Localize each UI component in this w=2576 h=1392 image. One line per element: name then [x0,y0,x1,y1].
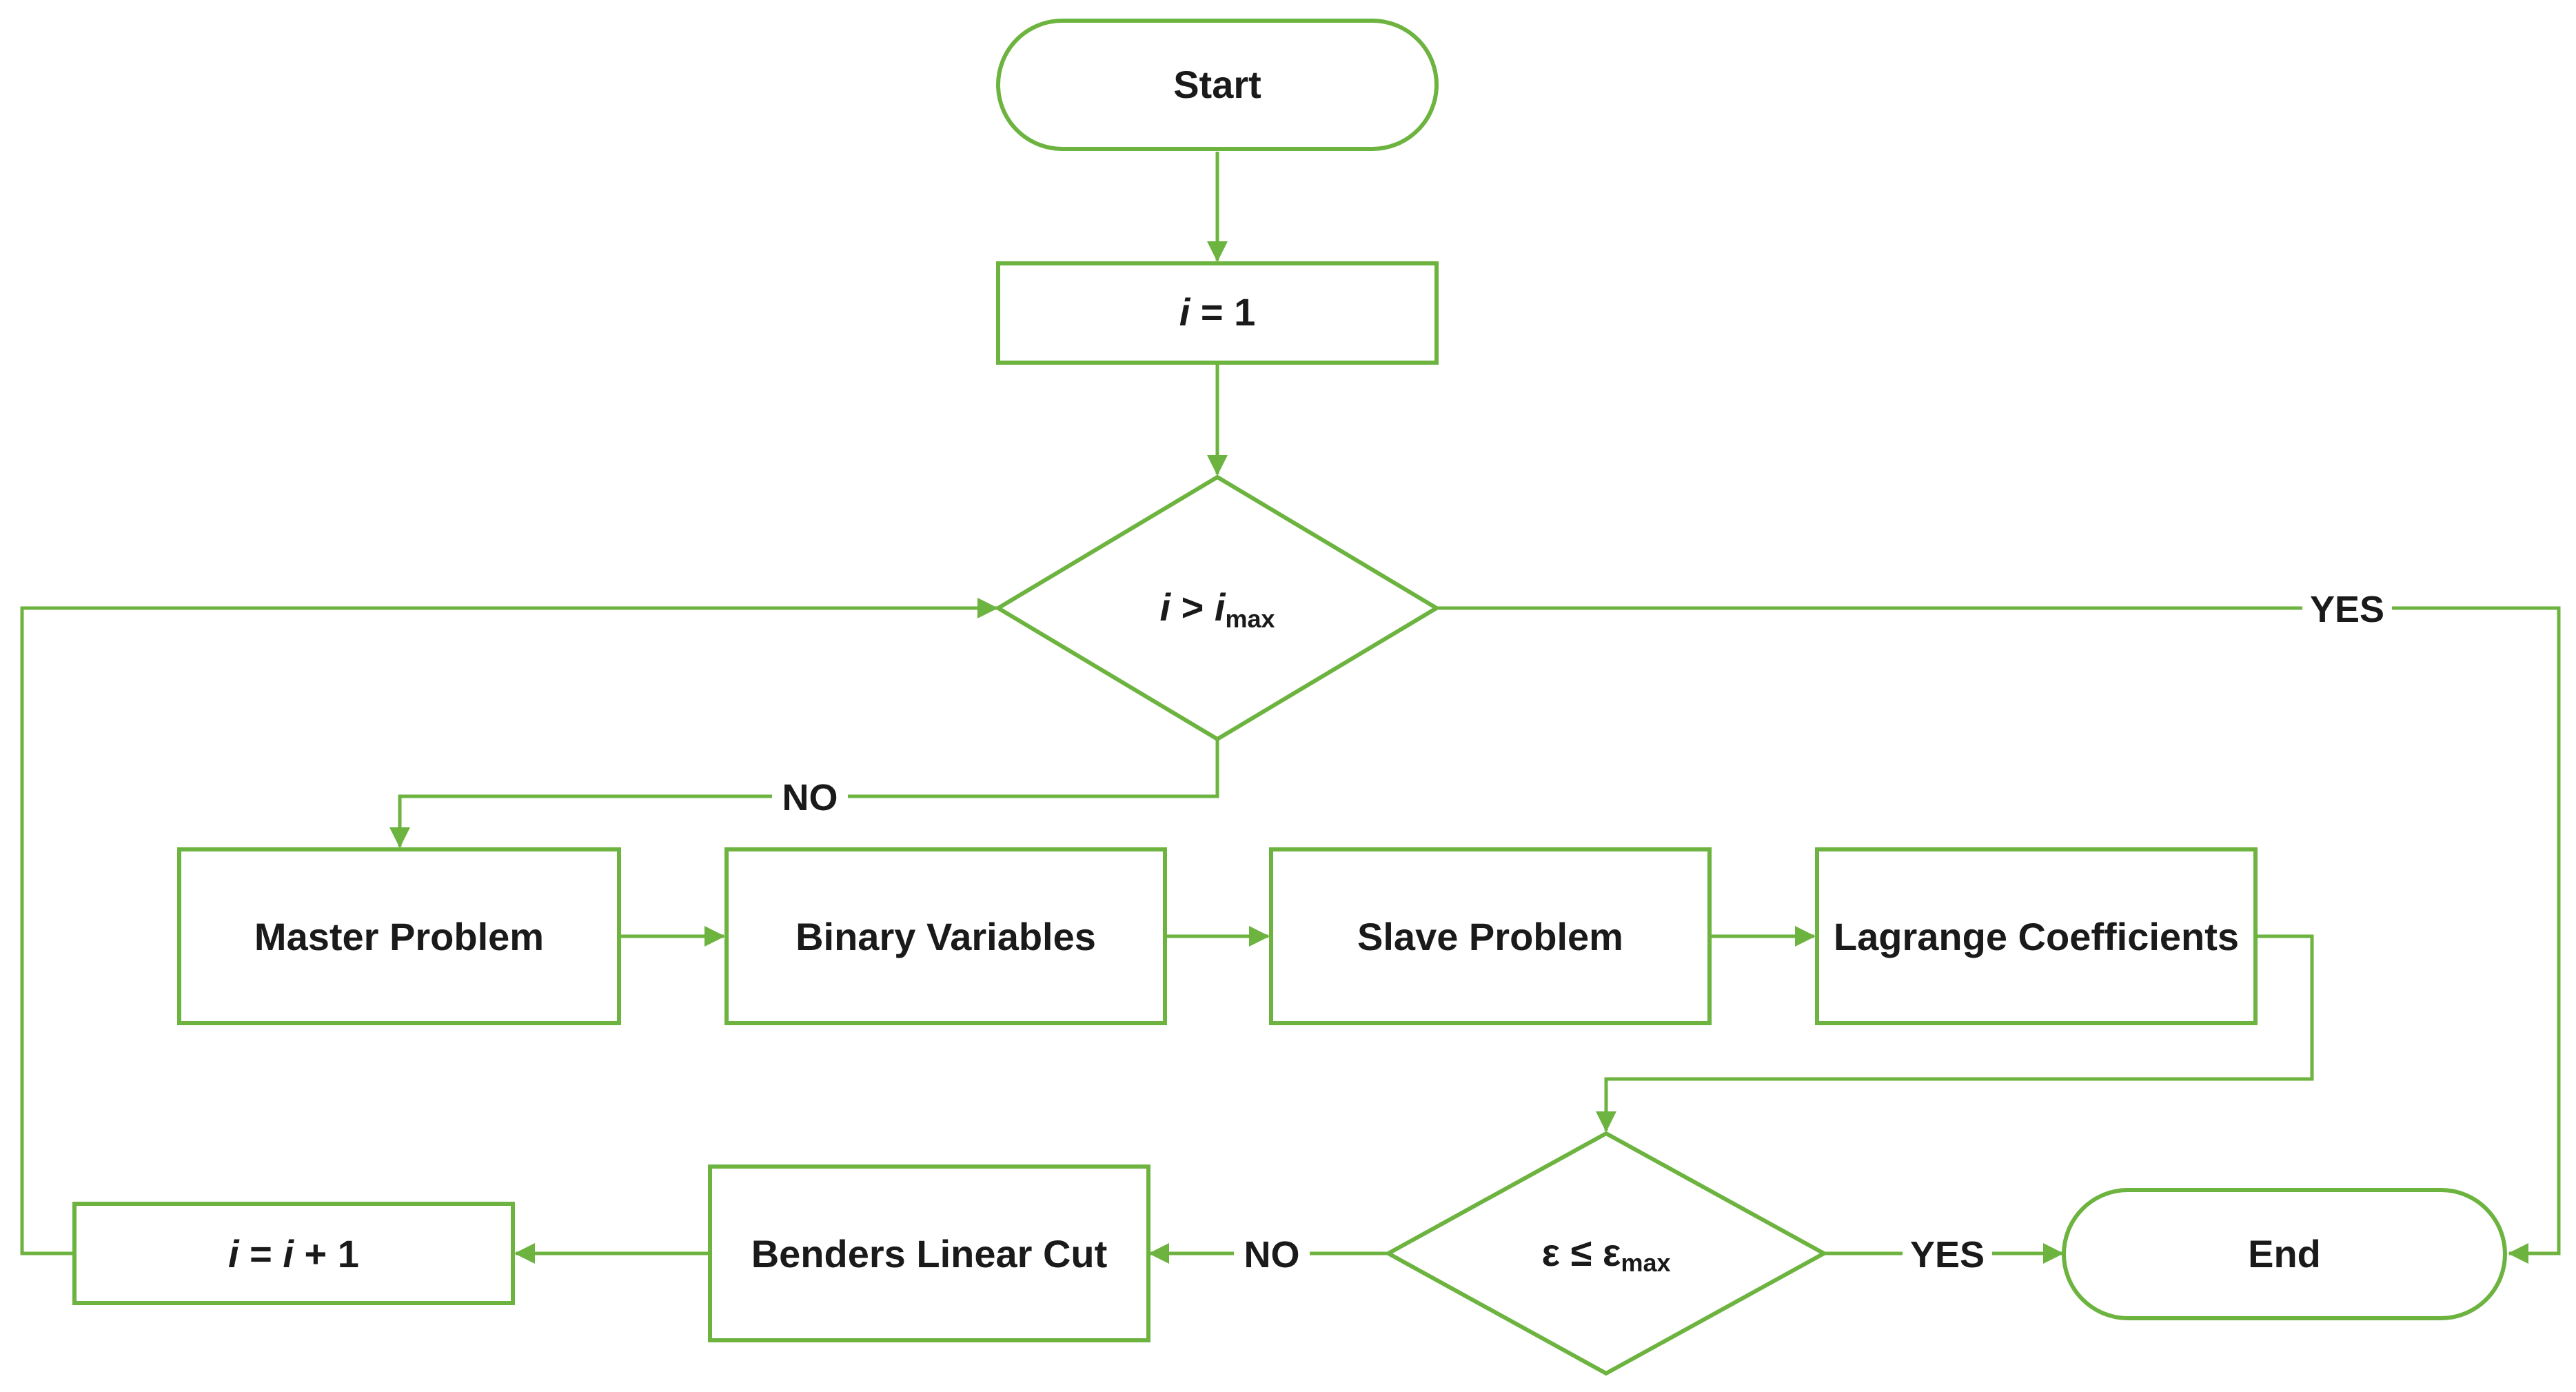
binary-variables-node: Binary Variables [724,847,1167,1025]
master-problem-node: Master Problem [177,847,621,1025]
benders-cut-node: Benders Linear Cut [708,1164,1150,1342]
benders-cut-label: Benders Linear Cut [751,1232,1108,1275]
edge-increment-to-check [20,598,998,1255]
binary-variables-label: Binary Variables [795,915,1096,958]
edge-label-eps-no: NO [1244,1234,1300,1275]
init-node: i = 1 [996,261,1439,365]
edge-check-yes-to-end [1438,606,2561,1264]
edge-lagrange-to-eps [1596,934,2314,1132]
epsilon-check-node: ε ≤ εmax [1383,1131,1829,1376]
master-problem-label: Master Problem [254,915,544,958]
slave-problem-label: Slave Problem [1357,915,1623,958]
lagrange-coefficients-label: Lagrange Coefficients [1834,915,2239,958]
init-label: i = 1 [1179,290,1256,334]
slave-problem-node: Slave Problem [1269,847,1712,1025]
end-node: End [2062,1188,2507,1320]
end-label: End [2248,1232,2321,1275]
epsilon-check-label: ε ≤ εmax [1541,1231,1670,1277]
lagrange-coefficients-node: Lagrange Coefficients [1815,847,2258,1025]
edge-label-iter-yes: YES [2310,589,2384,630]
increment-label: i = i + 1 [228,1232,359,1275]
start-label: Start [1173,63,1261,106]
increment-node: i = i + 1 [72,1202,515,1305]
iteration-check-node: i > imax [994,474,1441,742]
iteration-check-label: i > imax [1159,585,1275,633]
edge-label-iter-no: NO [782,777,838,818]
edge-label-eps-yes: YES [1910,1234,1985,1275]
start-node: Start [996,19,1439,151]
